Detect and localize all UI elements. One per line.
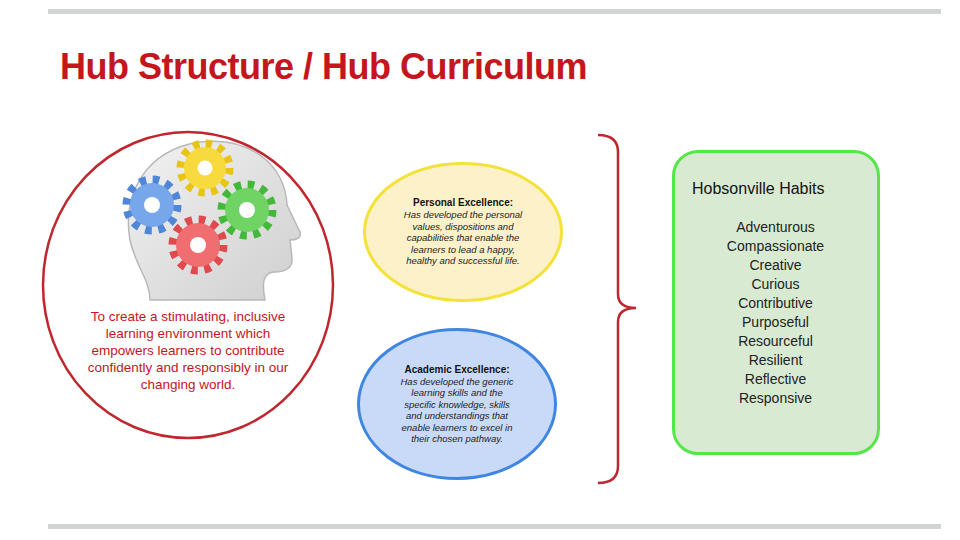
ellipse-outline — [363, 162, 563, 302]
academic-excellence-ellipse: Academic Excellence:Has developed the ge… — [357, 328, 557, 480]
head-silhouette — [128, 141, 300, 300]
habit-item: Contributive — [692, 294, 859, 313]
habit-item: Resilient — [692, 351, 859, 370]
mission-text: To create a stimulating, inclusive learn… — [83, 308, 293, 393]
habit-item: Adventurous — [692, 218, 859, 237]
personal-excellence-ellipse: Personal Excellence:Has developed the pe… — [363, 162, 563, 302]
ellipse-shape — [365, 164, 562, 301]
bottom-rule — [48, 524, 941, 529]
habit-item: Reflective — [692, 370, 859, 389]
habit-item: Responsive — [692, 389, 859, 408]
ellipse-body: Has developed the generic learning skill… — [395, 376, 519, 445]
green-gear — [222, 185, 272, 235]
habit-item: Curious — [692, 275, 859, 294]
habit-item: Purposeful — [692, 313, 859, 332]
red-gear — [173, 220, 223, 270]
ellipse-heading: Academic Excellence: — [395, 364, 519, 376]
habit-item: Resourceful — [692, 332, 859, 351]
ellipse-heading: Personal Excellence: — [401, 197, 525, 209]
text-holder: Personal Excellence:Has developed the pe… — [401, 197, 525, 267]
habit-item: Creative — [692, 256, 859, 275]
habits-heading: Hobsonville Habits — [692, 179, 859, 199]
habit-item: Compassionate — [692, 237, 859, 256]
habits-box: Hobsonville HabitsAdventurousCompassiona… — [672, 150, 880, 455]
mission-circle: To create a stimulating, inclusive learn… — [43, 132, 333, 438]
ellipse-body: Has developed the personal values, dispo… — [401, 209, 525, 267]
ellipse-shape — [43, 132, 333, 438]
text-holder: Academic Excellence:Has developed the ge… — [395, 364, 519, 445]
yellow-gear — [181, 144, 229, 192]
blue-gear — [127, 180, 177, 230]
text-holder: To create a stimulating, inclusive learn… — [83, 308, 293, 393]
ellipse-shape — [359, 330, 556, 479]
ellipse-outline — [43, 132, 333, 438]
text-holder: Hobsonville HabitsAdventurousCompassiona… — [675, 153, 877, 424]
slide-title: Hub Structure / Hub Curriculum — [60, 46, 587, 88]
curly-bracket — [598, 135, 636, 483]
top-rule — [48, 9, 941, 14]
